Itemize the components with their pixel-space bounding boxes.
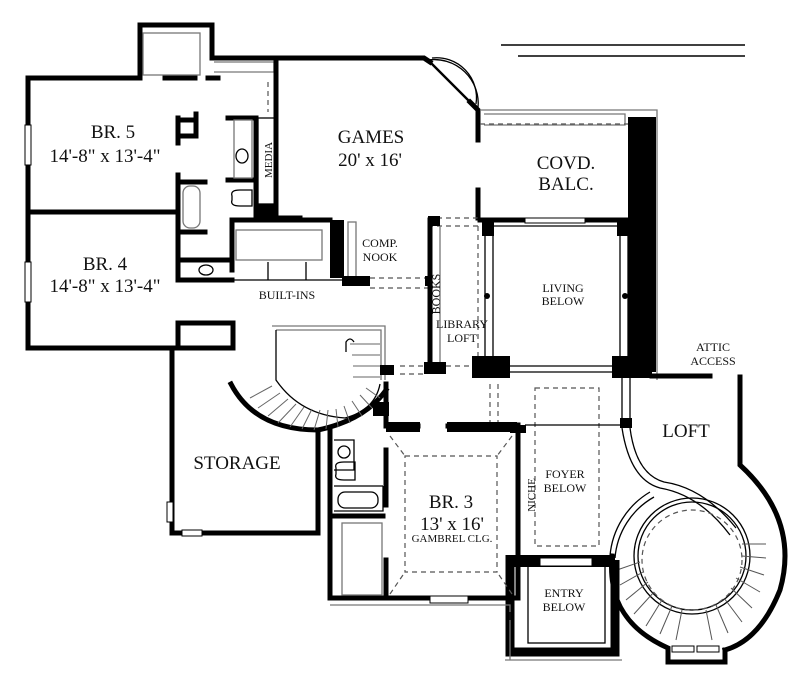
living-below	[400, 222, 652, 378]
foyer-below-line1: FOYER	[545, 467, 584, 481]
comp-nook-line1: COMP.	[362, 236, 398, 250]
br3-size: 13' x 16'	[420, 514, 484, 535]
niche-label: NICHE	[526, 478, 538, 512]
loft-label: LOFT	[662, 421, 710, 442]
library-loft-line2: LOFT	[447, 331, 478, 345]
covered-balcony	[477, 109, 658, 380]
library-loft-line1: LIBRARY	[436, 317, 488, 331]
br5-size: 14'-8" x 13'-4"	[49, 146, 160, 167]
media-room: MEDIA	[257, 82, 277, 205]
bedroom-3	[327, 381, 521, 660]
bedroom-wing-walls	[24, 22, 279, 351]
storage-label: STORAGE	[193, 453, 280, 474]
br3-note: GAMBREL CLG.	[412, 533, 493, 545]
foyer-entry	[505, 387, 622, 661]
comp-nook-line2: NOOK	[363, 250, 398, 264]
foyer-below-line2: BELOW	[544, 481, 587, 495]
games-room-walls	[229, 55, 481, 289]
spiral-staircase-right	[608, 491, 767, 665]
covd-balc-line1: COVD.	[537, 153, 596, 174]
library-loft	[424, 217, 479, 374]
games-size: 20' x 16'	[338, 150, 402, 171]
games-name: GAMES	[338, 127, 405, 148]
br5-name: BR. 5	[91, 122, 135, 143]
roof-lines	[501, 44, 745, 57]
living-below-line2: BELOW	[542, 294, 585, 308]
entry-below-line1: ENTRY	[544, 586, 584, 600]
br4-size: 14'-8" x 13'-4"	[49, 276, 160, 297]
media-label: MEDIA	[263, 142, 275, 178]
attic-access-line1: ATTIC	[696, 340, 730, 354]
books-label: BOOKS	[429, 274, 443, 315]
built-ins-label: BUILT-INS	[259, 288, 315, 302]
living-below-line1: LIVING	[542, 281, 584, 295]
covd-balc-line2: BALC.	[538, 174, 593, 195]
attic-access-line2: ACCESS	[690, 354, 735, 368]
entry-below-line2: BELOW	[543, 600, 586, 614]
storage-area	[166, 325, 394, 537]
br4-name: BR. 4	[83, 254, 128, 275]
br3-name: BR. 3	[429, 492, 473, 513]
